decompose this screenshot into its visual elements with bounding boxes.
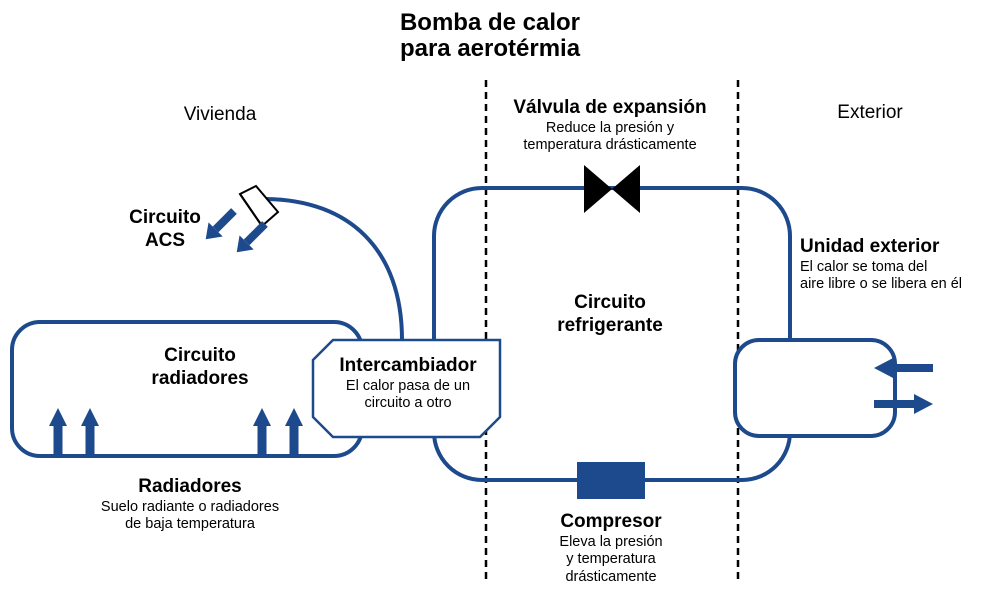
outdoor-unit-box bbox=[733, 338, 897, 438]
radiator-line-2: radiadores bbox=[151, 367, 249, 389]
heat-exchanger-desc-1: El calor pasa de un bbox=[345, 377, 471, 394]
outdoor-arrow-in bbox=[874, 358, 933, 378]
heat-exchanger-title: Intercambiador bbox=[339, 355, 477, 376]
diagram-title: Bomba de calor para aerotérmia bbox=[345, 9, 635, 63]
acs-line-1: Circuito bbox=[129, 207, 201, 228]
radiators-desc-1: Suelo radiante o radiadores bbox=[100, 498, 280, 515]
title-line-1: Bomba de calor bbox=[399, 9, 581, 36]
acs-circuit-pipe bbox=[265, 197, 404, 341]
heat-exchanger-desc-2: circuito a otro bbox=[364, 395, 452, 412]
refrigerant-line-1: Circuito bbox=[574, 292, 646, 313]
acs-arrow-1 bbox=[205, 208, 237, 240]
radiator-line-1: Circuito bbox=[164, 345, 236, 366]
expansion-valve-label: Válvula de expansión Reduce la presión y… bbox=[490, 97, 730, 155]
outdoor-unit-desc-2: aire libre o se libera en él bbox=[800, 276, 963, 293]
shower-head-icon bbox=[238, 184, 280, 228]
heat-exchanger-label: Intercambiador El calor pasa de un circu… bbox=[318, 355, 498, 413]
compressor-desc-1: Eleva la presión bbox=[559, 533, 663, 550]
expansion-valve-icon bbox=[584, 165, 640, 213]
compressor-desc-2: y temperatura bbox=[566, 551, 656, 568]
refrigerant-line-2: refrigerante bbox=[557, 314, 663, 336]
outdoor-unit-title: Unidad exterior bbox=[800, 236, 940, 257]
acs-arrow-2 bbox=[236, 221, 268, 253]
outdoor-unit-desc-1: El calor se toma del bbox=[800, 258, 928, 275]
compressor-title: Compresor bbox=[560, 511, 662, 532]
refrigerant-circuit-label: Circuito refrigerante bbox=[530, 292, 690, 338]
outdoor-unit-label: Unidad exterior El calor se toma del air… bbox=[800, 236, 978, 294]
radiator-heat-arrow bbox=[285, 408, 303, 455]
title-line-2: para aerotérmia bbox=[399, 35, 581, 63]
acs-line-2: ACS bbox=[144, 229, 186, 251]
expansion-valve-title: Válvula de expansión bbox=[513, 97, 707, 118]
acs-circuit-label: Circuito ACS bbox=[110, 207, 220, 253]
radiators-label: Radiadores Suelo radiante o radiadores d… bbox=[80, 476, 300, 534]
expansion-valve-desc-2: temperatura drásticamente bbox=[523, 137, 697, 154]
outdoor-arrow-out bbox=[874, 394, 933, 414]
radiator-heat-arrow bbox=[49, 408, 67, 455]
compressor-icon bbox=[577, 462, 645, 499]
radiators-title: Radiadores bbox=[138, 476, 242, 497]
heat-exchanger-box bbox=[311, 338, 502, 439]
compressor-desc-3: drásticamente bbox=[565, 568, 657, 585]
compressor-label: Compresor Eleva la presión y temperatura… bbox=[531, 511, 691, 586]
radiator-circuit-label: Circuito radiadores bbox=[130, 345, 270, 391]
radiator-heat-arrow bbox=[81, 408, 99, 455]
zone-label-exterior: Exterior bbox=[837, 102, 903, 123]
radiators-desc-2: de baja temperatura bbox=[125, 516, 255, 533]
radiator-heat-arrow bbox=[253, 408, 271, 455]
zone-label-vivienda: Vivienda bbox=[183, 104, 257, 125]
expansion-valve-desc-1: Reduce la presión y bbox=[545, 119, 675, 136]
